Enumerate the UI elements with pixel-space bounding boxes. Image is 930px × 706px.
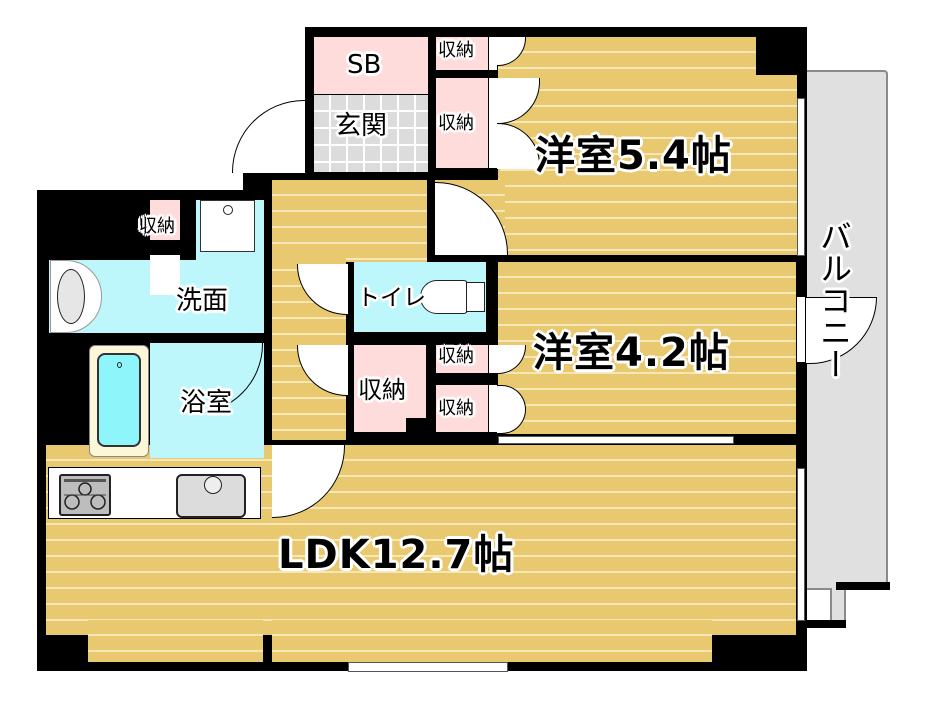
balcony-step	[830, 588, 846, 624]
label-storage-6: 収納	[438, 398, 474, 419]
label-western-room-4-2: 洋室4.2帖	[533, 330, 730, 376]
western-room-4-2	[498, 262, 796, 434]
label-washroom: 洗面	[176, 286, 229, 316]
label-storage-3: 収納	[139, 216, 175, 237]
storage-6	[436, 385, 488, 432]
balcony-door-opening	[797, 297, 805, 362]
entrance-door-icon[interactable]	[232, 100, 305, 173]
label-bathroom: 浴室	[180, 388, 233, 418]
storage-1-door	[489, 37, 497, 70]
label-storage-5: 収納	[438, 346, 474, 367]
storage-2	[436, 78, 488, 168]
label-storage-4: 収納	[358, 376, 406, 404]
storage-3-door	[150, 255, 180, 295]
label-toilet: トイレ	[357, 285, 426, 311]
storage-3	[150, 200, 180, 240]
label-storage-2: 収納	[438, 113, 474, 134]
storage-6-door	[489, 385, 497, 432]
label-entrance: 玄関	[335, 111, 388, 141]
window-ldk-east	[797, 468, 805, 621]
shoe-box	[314, 37, 428, 94]
label-balcony: バルコニー	[815, 220, 853, 380]
storage-5	[436, 345, 488, 373]
storage-1	[436, 37, 488, 70]
label-storage-1: 収納	[438, 40, 474, 61]
stove-icon	[59, 474, 111, 516]
storage-5-door	[489, 345, 497, 373]
window-ldk-south	[348, 662, 508, 672]
ldk-lower-mid	[272, 620, 712, 662]
sink-icon	[176, 474, 246, 518]
western-room-5-4-ext	[500, 75, 797, 255]
hallway	[272, 180, 427, 262]
storage-4-notch	[406, 418, 426, 438]
bathtub-icon	[89, 345, 149, 457]
label-western-room-5-4: 洋室5.4帖	[535, 133, 732, 179]
washing-machine-icon	[200, 200, 255, 252]
balcony-end-wall	[836, 582, 890, 590]
ldk-lower-left	[88, 620, 263, 662]
sliding-door-room-4-2[interactable]	[498, 436, 734, 444]
window-room-5-4	[797, 98, 805, 256]
label-ldk: LDK12.7帖	[278, 532, 515, 578]
balcony-end-wall-2	[800, 620, 846, 628]
storage-4	[354, 345, 426, 432]
storage-2-door	[489, 78, 497, 168]
entrance	[314, 95, 428, 172]
toilet-icon	[420, 280, 485, 314]
label-shoe-box: SB	[347, 50, 382, 80]
ldk-room	[46, 445, 796, 635]
